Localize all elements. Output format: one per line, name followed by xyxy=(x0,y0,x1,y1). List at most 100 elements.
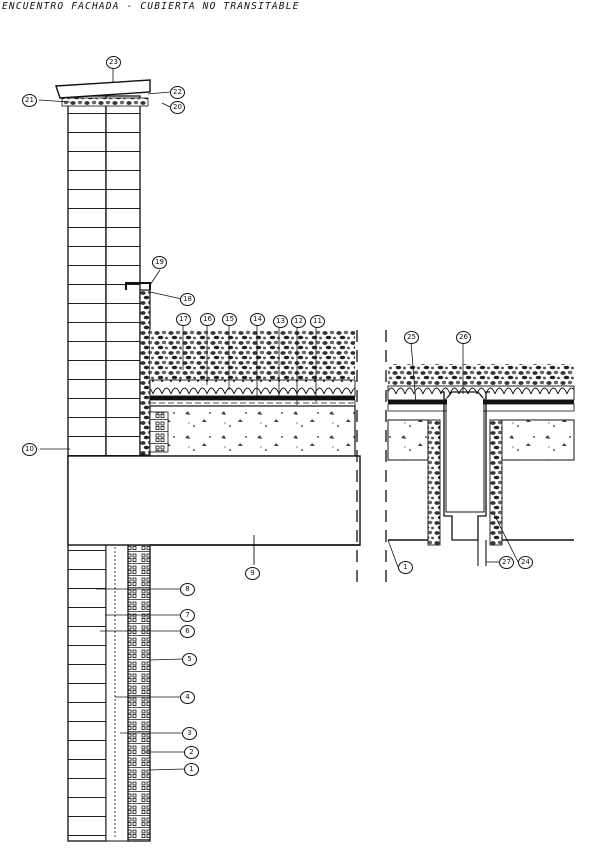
thermal-insulation-left xyxy=(149,379,356,397)
cavity-insulation-dot xyxy=(114,827,116,829)
drain-grating xyxy=(446,391,484,399)
cavity-insulation-dot xyxy=(114,775,116,777)
cavity-insulation-dot xyxy=(114,759,116,761)
cavity-insulation-dot xyxy=(114,667,116,669)
cavity-insulation-dot xyxy=(114,547,116,549)
waterproof-membrane-left xyxy=(150,396,355,400)
cavity-insulation-dot xyxy=(114,663,116,665)
cavity-insulation-dot xyxy=(114,835,116,837)
callout-8: 8 xyxy=(180,583,195,596)
cavity-insulation-dot xyxy=(114,739,116,741)
leader-line xyxy=(149,768,185,771)
slab-right-a xyxy=(387,419,429,461)
cavity-insulation-dot xyxy=(114,563,116,565)
cavity-insulation-dot xyxy=(114,695,116,697)
cavity-insulation-dot xyxy=(114,707,116,709)
cavity-insulation-dot xyxy=(114,567,116,569)
cavity-insulation-dot xyxy=(114,763,116,765)
cavity-insulation-dot xyxy=(114,815,116,817)
callout-21: 21 xyxy=(22,94,37,107)
cavity-insulation-dot xyxy=(114,799,116,801)
cavity-insulation-dot xyxy=(114,599,116,601)
callout-18: 18 xyxy=(180,293,195,306)
callout-12: 12 xyxy=(291,315,306,328)
cavity-insulation-dot xyxy=(114,751,116,753)
callout-1: 1 xyxy=(184,763,199,776)
callout-10: 10 xyxy=(22,443,37,456)
cavity-insulation-dot xyxy=(114,711,116,713)
cavity-insulation-dot xyxy=(114,627,116,629)
cavity-insulation-dot xyxy=(114,551,116,553)
leader-line xyxy=(149,291,183,300)
cavity-insulation-dot xyxy=(114,623,116,625)
cavity-insulation-dot xyxy=(114,687,116,689)
callout-5: 5 xyxy=(182,653,197,666)
cavity-insulation-dot xyxy=(114,727,116,729)
cavity-insulation-dot xyxy=(114,771,116,773)
leader-line xyxy=(493,513,519,563)
cavity-insulation-dot xyxy=(114,659,116,661)
cavity-insulation-dot xyxy=(114,703,116,705)
callout-15: 15 xyxy=(222,313,237,326)
cavity-insulation-dot xyxy=(114,643,116,645)
cavity-insulation-dot xyxy=(114,683,116,685)
cavity-insulation-dot xyxy=(114,803,116,805)
cavity-insulation-dot xyxy=(114,595,116,597)
cavity-insulation-dot xyxy=(114,651,116,653)
slab-topping-left xyxy=(149,405,356,457)
cavity-insulation-dot xyxy=(114,755,116,757)
cavity-insulation-dot xyxy=(114,691,116,693)
gravel-ballast-right xyxy=(388,364,574,386)
cavity-insulation-dot xyxy=(114,779,116,781)
concrete-slab-beam xyxy=(67,455,361,546)
cavity-insulation-dot xyxy=(114,615,116,617)
callout-22: 22 xyxy=(170,86,185,99)
leader-line xyxy=(387,539,399,568)
hollow-brick-leaf xyxy=(127,544,151,842)
callout-27: 27 xyxy=(499,556,514,569)
slab-right-b xyxy=(489,419,575,461)
callout-25: 25 xyxy=(404,331,419,344)
leader-line xyxy=(149,269,161,286)
callout-drain-1: 1 xyxy=(398,561,413,574)
cavity-insulation-dot xyxy=(114,583,116,585)
cavity-insulation-dot xyxy=(114,647,116,649)
downpipe-inner xyxy=(445,398,485,513)
cavity-insulation-dot xyxy=(114,795,116,797)
cavity-insulation-dot xyxy=(114,675,116,677)
gravel-ballast-left xyxy=(150,330,355,380)
coping-stone xyxy=(55,79,151,99)
drain-sleeve-left xyxy=(427,419,441,546)
cavity-insulation-dot xyxy=(114,747,116,749)
slab-edge-block xyxy=(149,411,169,453)
cavity-insulation-dot xyxy=(114,715,116,717)
cavity-insulation-dot xyxy=(114,679,116,681)
cavity-insulation-dot xyxy=(114,635,116,637)
cavity-insulation-dot xyxy=(114,767,116,769)
cavity-insulation-dot xyxy=(114,723,116,725)
callout-13: 13 xyxy=(273,315,288,328)
leader-line xyxy=(161,102,171,108)
cavity-insulation-dot xyxy=(114,699,116,701)
leader-line xyxy=(410,341,417,405)
cavity-insulation-dot xyxy=(114,611,116,613)
facade-inner-brick-leaf xyxy=(105,95,141,457)
cavity-insulation-dot xyxy=(114,791,116,793)
upstand-protection xyxy=(139,289,151,456)
cavity-insulation-dot xyxy=(114,607,116,609)
cavity-insulation-dot xyxy=(114,783,116,785)
coping-mortar-bed xyxy=(61,97,149,107)
cavity-insulation-dot xyxy=(114,555,116,557)
leader-line xyxy=(147,91,171,95)
callout-14: 14 xyxy=(250,313,265,326)
cavity-insulation-dot xyxy=(114,719,116,721)
cavity-insulation-dot xyxy=(114,619,116,621)
cavity-insulation-dot xyxy=(114,671,116,673)
cavity-insulation-dot xyxy=(114,559,116,561)
callout-9: 9 xyxy=(245,567,260,580)
cavity-insulation-dot xyxy=(114,631,116,633)
cavity-insulation-dot xyxy=(114,811,116,813)
callout-24: 24 xyxy=(518,556,533,569)
